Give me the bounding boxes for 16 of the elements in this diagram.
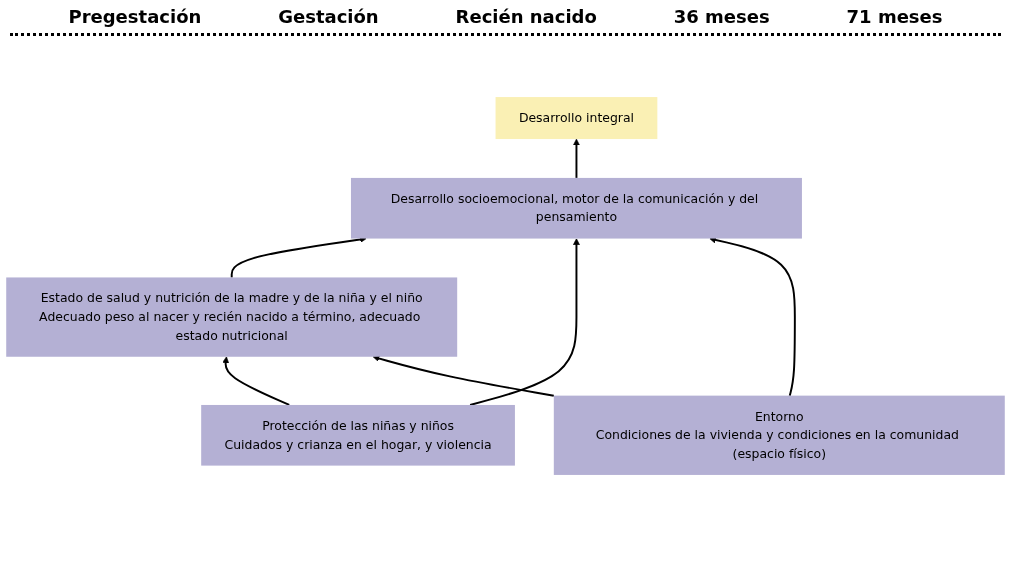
node-box: Desarrollo socioemocional, motor de la comunicación y del pensamiento xyxy=(350,177,802,239)
arrow xyxy=(469,238,580,406)
node-box: Entorno Condiciones de la vivienda y condiciones en la comunidad (espacio físico) xyxy=(553,395,1005,475)
arrow xyxy=(222,356,291,406)
arrow xyxy=(573,138,580,179)
timeline-label: Gestación xyxy=(278,6,379,27)
arrow xyxy=(709,236,796,397)
node-box: Desarrollo integral xyxy=(495,97,658,140)
arrow xyxy=(372,355,555,397)
node-box: Estado de salud y nutrición de la madre y de la niña y el niño Adecuado peso al nacer y recién nacido a término, adecuado estado nutricional xyxy=(6,277,458,357)
timeline-label: 36 meses xyxy=(673,6,770,27)
timeline-label: 71 meses xyxy=(846,6,943,27)
arrow xyxy=(230,236,367,279)
timeline-label: Recién nacido xyxy=(455,6,597,27)
timeline-label: Pregestación xyxy=(68,6,202,27)
node-box: Protección de las niñas y niños Cuidados y crianza en el hogar, y violencia xyxy=(201,404,515,466)
